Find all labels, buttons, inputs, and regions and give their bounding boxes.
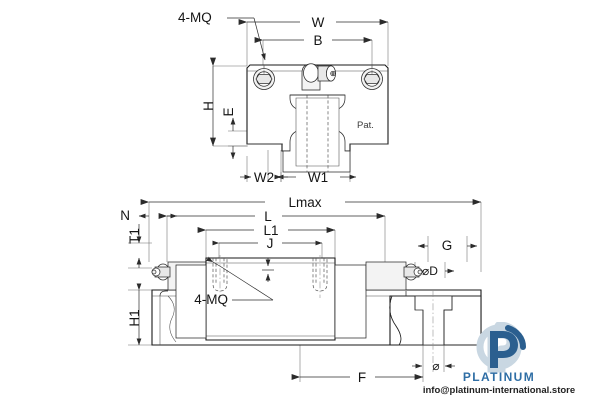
dimension-J: J: [212, 236, 323, 251]
hole-depth-indicator: [262, 258, 274, 282]
dimension-label-N: N: [120, 208, 130, 223]
front-view: W B 4-MQ H E: [178, 10, 389, 185]
front-view-body: Pat.: [246, 63, 389, 173]
dimension-T1: T1: [127, 224, 142, 268]
dimension-L1: L1: [197, 223, 336, 238]
dimension-label-H: H: [201, 101, 216, 111]
dimension-B: B: [254, 33, 373, 48]
watermark-email: info@platinum-international.store: [422, 385, 576, 396]
dimension-W: W: [238, 15, 389, 30]
dimension-label-diameter-small: ⌀: [432, 359, 439, 373]
dimension-Lmax: Lmax: [140, 195, 482, 210]
callout-4MQ-side: 4-MQ: [194, 256, 274, 307]
dimension-label-G: G: [442, 238, 453, 253]
side-view: Lmax L L1 J: [120, 195, 482, 385]
dimension-diameter-small: ⌀: [412, 359, 455, 373]
dimension-label-W2: W2: [254, 170, 274, 185]
dimension-label-E: E: [221, 107, 236, 116]
watermark-brand-name: PLATINUM: [462, 370, 536, 384]
dimension-label-B: B: [313, 33, 322, 48]
dimension-N: N: [120, 208, 178, 223]
dimension-W1: W1: [274, 170, 357, 185]
dimension-label-T1: T1: [127, 228, 142, 244]
dimension-G: G: [417, 238, 478, 253]
dimension-H: H: [201, 57, 216, 147]
dimension-L: L: [158, 209, 386, 224]
dimension-F: F: [291, 370, 424, 385]
dimension-label-H1: H1: [127, 309, 142, 326]
platinum-watermark: PLATINUM info@platinum-international.sto…: [404, 322, 594, 396]
dimension-label-L: L: [264, 209, 272, 224]
dimension-label-L1: L1: [263, 223, 278, 238]
platinum-p-emblem-icon: [476, 322, 526, 373]
side-view-body: 4-MQ: [151, 255, 482, 372]
dimension-H1: H1: [127, 283, 142, 346]
callout-label-4MQ-front: 4-MQ: [178, 10, 212, 25]
callout-4MQ-front: 4-MQ: [178, 10, 266, 61]
dimension-label-W: W: [312, 15, 325, 30]
dimension-label-Lmax: Lmax: [288, 195, 321, 210]
patent-mark-label: Pat.: [357, 120, 374, 131]
dimension-E: E: [221, 107, 236, 160]
dimension-label-J: J: [267, 236, 274, 251]
dimension-label-W1: W1: [308, 170, 328, 185]
threaded-hole-left: [212, 255, 228, 298]
dimension-label-diameter-D: ⌀D: [422, 264, 438, 278]
threaded-hole-right: [312, 255, 328, 298]
callout-label-4MQ-side: 4-MQ: [194, 292, 228, 307]
dimension-label-F: F: [358, 370, 366, 385]
